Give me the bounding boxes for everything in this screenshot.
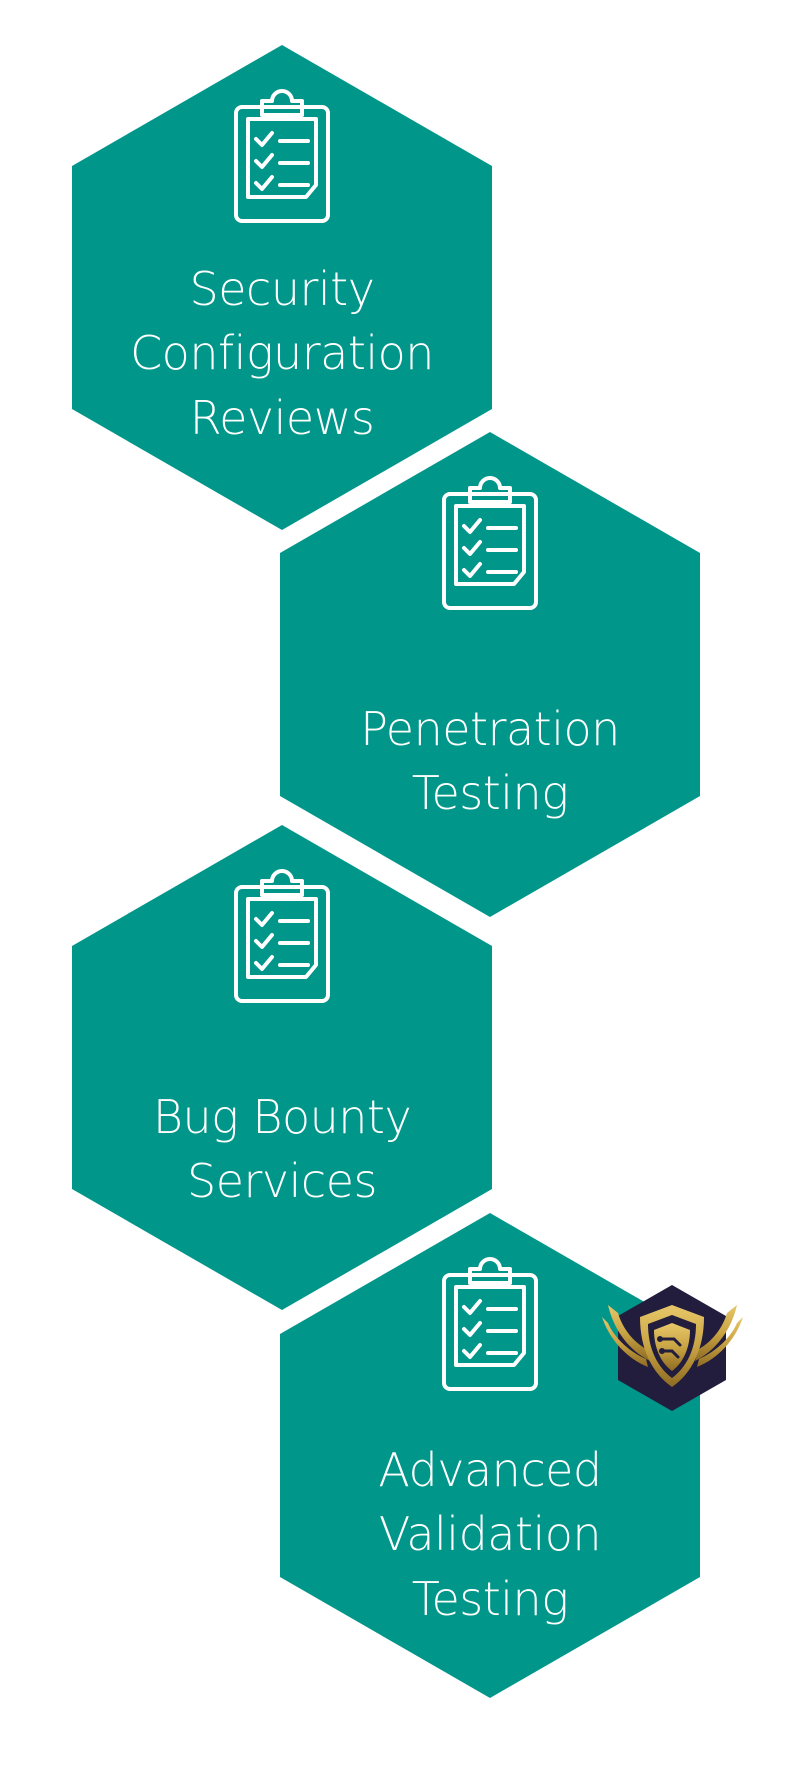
label-line: Bug Bounty bbox=[152, 1090, 412, 1144]
label-line: Services bbox=[187, 1154, 377, 1209]
hexagon-security-configuration-reviews: Security Configuration Reviews bbox=[72, 45, 492, 530]
clipboard-checklist-icon bbox=[234, 89, 330, 223]
label-line: Testing bbox=[411, 1571, 569, 1626]
label-line: Testing bbox=[411, 766, 569, 821]
hexagon-label: Bug Bounty Services bbox=[92, 1085, 472, 1214]
hexagon-bug-bounty-services: Bug Bounty Services bbox=[72, 825, 492, 1310]
clipboard-checklist-icon bbox=[234, 869, 330, 1003]
label-line: Advanced bbox=[378, 1443, 602, 1497]
hexagon-label: Penetration Testing bbox=[300, 697, 680, 826]
label-line: Reviews bbox=[189, 390, 375, 445]
label-line: Security bbox=[189, 262, 375, 316]
hexagon-shape bbox=[280, 432, 700, 917]
winged-shield-badge-icon bbox=[602, 1285, 743, 1411]
hexagon-label: Security Configuration Reviews bbox=[92, 257, 472, 450]
hexagon-penetration-testing: Penetration Testing bbox=[280, 432, 700, 917]
clipboard-checklist-icon bbox=[442, 1257, 538, 1391]
label-line: Validation bbox=[378, 1507, 602, 1562]
clipboard-checklist-icon bbox=[442, 476, 538, 610]
hexagon-shape bbox=[72, 45, 492, 530]
label-line: Penetration bbox=[360, 702, 620, 756]
hexagon-shape bbox=[280, 1213, 700, 1698]
label-line: Configuration bbox=[130, 326, 434, 381]
hexagon-shape bbox=[72, 825, 492, 1310]
hexagon-advanced-validation-testing: Advanced Validation Testing bbox=[280, 1213, 700, 1698]
hexagon-label: Advanced Validation Testing bbox=[300, 1438, 680, 1631]
